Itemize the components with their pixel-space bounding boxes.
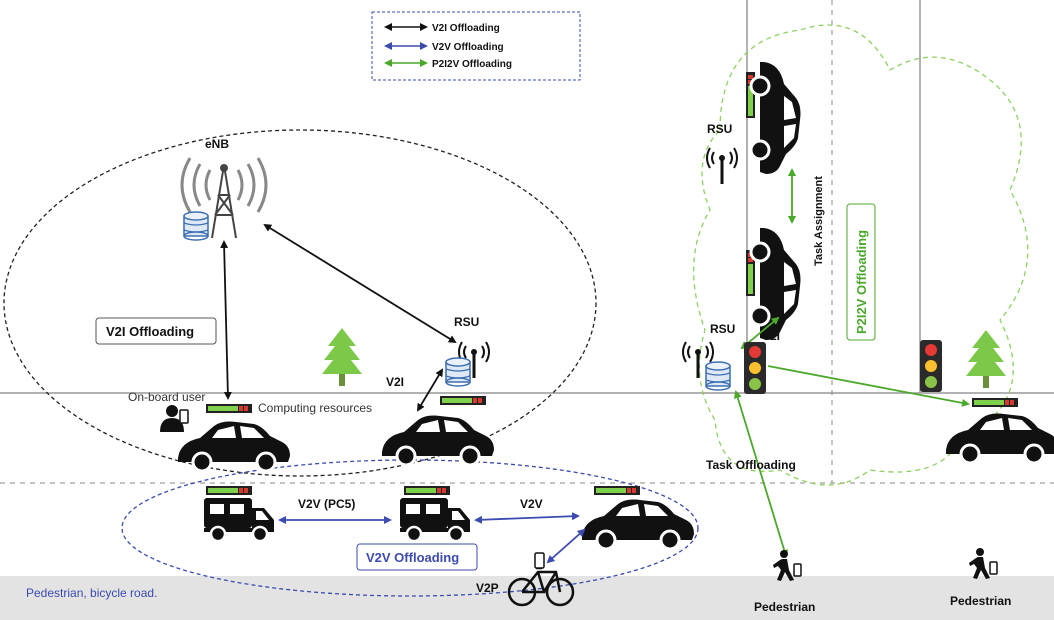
- arrow-task-offloading: [733, 390, 789, 558]
- arrow-v2v: [474, 512, 580, 524]
- on-board-user-label: On-board user: [128, 390, 205, 404]
- van-icon-2: [398, 496, 472, 543]
- v2i-left-label: V2I: [386, 375, 404, 389]
- v2v-box-label: V2V Offloading: [366, 550, 459, 565]
- v2i-right-label: V2I: [762, 329, 780, 343]
- resource-bar-car6: [972, 398, 1018, 407]
- user-icon: [160, 405, 189, 432]
- v2i-box-frame: [95, 317, 217, 345]
- v2i-region: [3, 129, 597, 477]
- traffic-light-icon-2: [920, 340, 942, 392]
- rsu-left-label: RSU: [454, 315, 479, 329]
- resource-bar-van1: [206, 486, 252, 495]
- enb-label: eNB: [205, 137, 229, 151]
- v2v-pc5-label: V2V (PC5): [298, 497, 355, 511]
- task-offloading-label: Task Offloading: [706, 458, 796, 472]
- task-assignment-label: Task Assignment: [813, 176, 825, 266]
- arrow-rsu-car: [416, 368, 444, 412]
- legend: V2I Offloading V2V Offloading P2I2V Offl…: [371, 11, 581, 81]
- v2p-label: V2P: [476, 581, 499, 595]
- p2i2v-box-frame: [846, 203, 876, 341]
- arrow-enb-car: [220, 240, 232, 400]
- traffic-light-icon-1: [744, 342, 766, 394]
- rsu-top-right-antenna-icon: [705, 146, 739, 186]
- arrow-enb-rsu: [263, 223, 457, 344]
- legend-v2i: V2I Offloading: [432, 23, 500, 34]
- rsu-top-right-label: RSU: [707, 122, 732, 136]
- resource-bar-car1: [206, 404, 252, 413]
- car-icon-3: [580, 498, 696, 551]
- van-icon-1: [202, 496, 276, 543]
- car-icon-6: [944, 412, 1054, 465]
- arrow-rsu-car6: [767, 365, 970, 407]
- pedestrian-icon-2: [968, 547, 998, 580]
- rsu-mid-right-server-icon: [705, 361, 731, 391]
- legend-p2i2v: P2I2V Offloading: [432, 59, 512, 70]
- resource-bar-car2: [440, 396, 486, 405]
- v2i-box-label: V2I Offloading: [106, 324, 194, 339]
- pedestrian-2-label: Pedestrian: [950, 594, 1011, 608]
- road-label: Pedestrian, bicycle road.: [26, 586, 157, 600]
- arrow-v2p: [546, 528, 586, 564]
- enb-tower: eNB: [180, 137, 268, 241]
- resource-bar-van2: [404, 486, 450, 495]
- tree-icon: [322, 328, 362, 386]
- tree-icon-right: [966, 330, 1006, 388]
- car-icon-1: [176, 420, 292, 473]
- car-icon-5: [749, 226, 802, 342]
- rsu-mid-right-label: RSU: [710, 322, 735, 336]
- legend-v2v: V2V Offloading: [432, 42, 504, 53]
- pedestrian-1-label: Pedestrian: [754, 600, 815, 614]
- car-icon-4: [749, 60, 802, 176]
- p2i2v-box-label: P2I2V Offloading: [854, 230, 869, 334]
- rsu-left-server-icon: [445, 357, 471, 387]
- phone-icon-bike: [534, 552, 545, 569]
- car-icon-2: [380, 414, 496, 467]
- enb-tower-icon: [211, 164, 237, 239]
- pedestrian-road: [0, 576, 1054, 620]
- resource-bar-car3: [594, 486, 640, 495]
- rsu-left: RSU: [445, 315, 491, 387]
- computing-resources-label: Computing resources: [258, 401, 372, 415]
- v2v-box-frame: [356, 543, 478, 571]
- enb-signal-icon: [180, 157, 268, 213]
- v2v-label: V2V: [520, 497, 543, 511]
- enb-server-icon: [183, 211, 209, 241]
